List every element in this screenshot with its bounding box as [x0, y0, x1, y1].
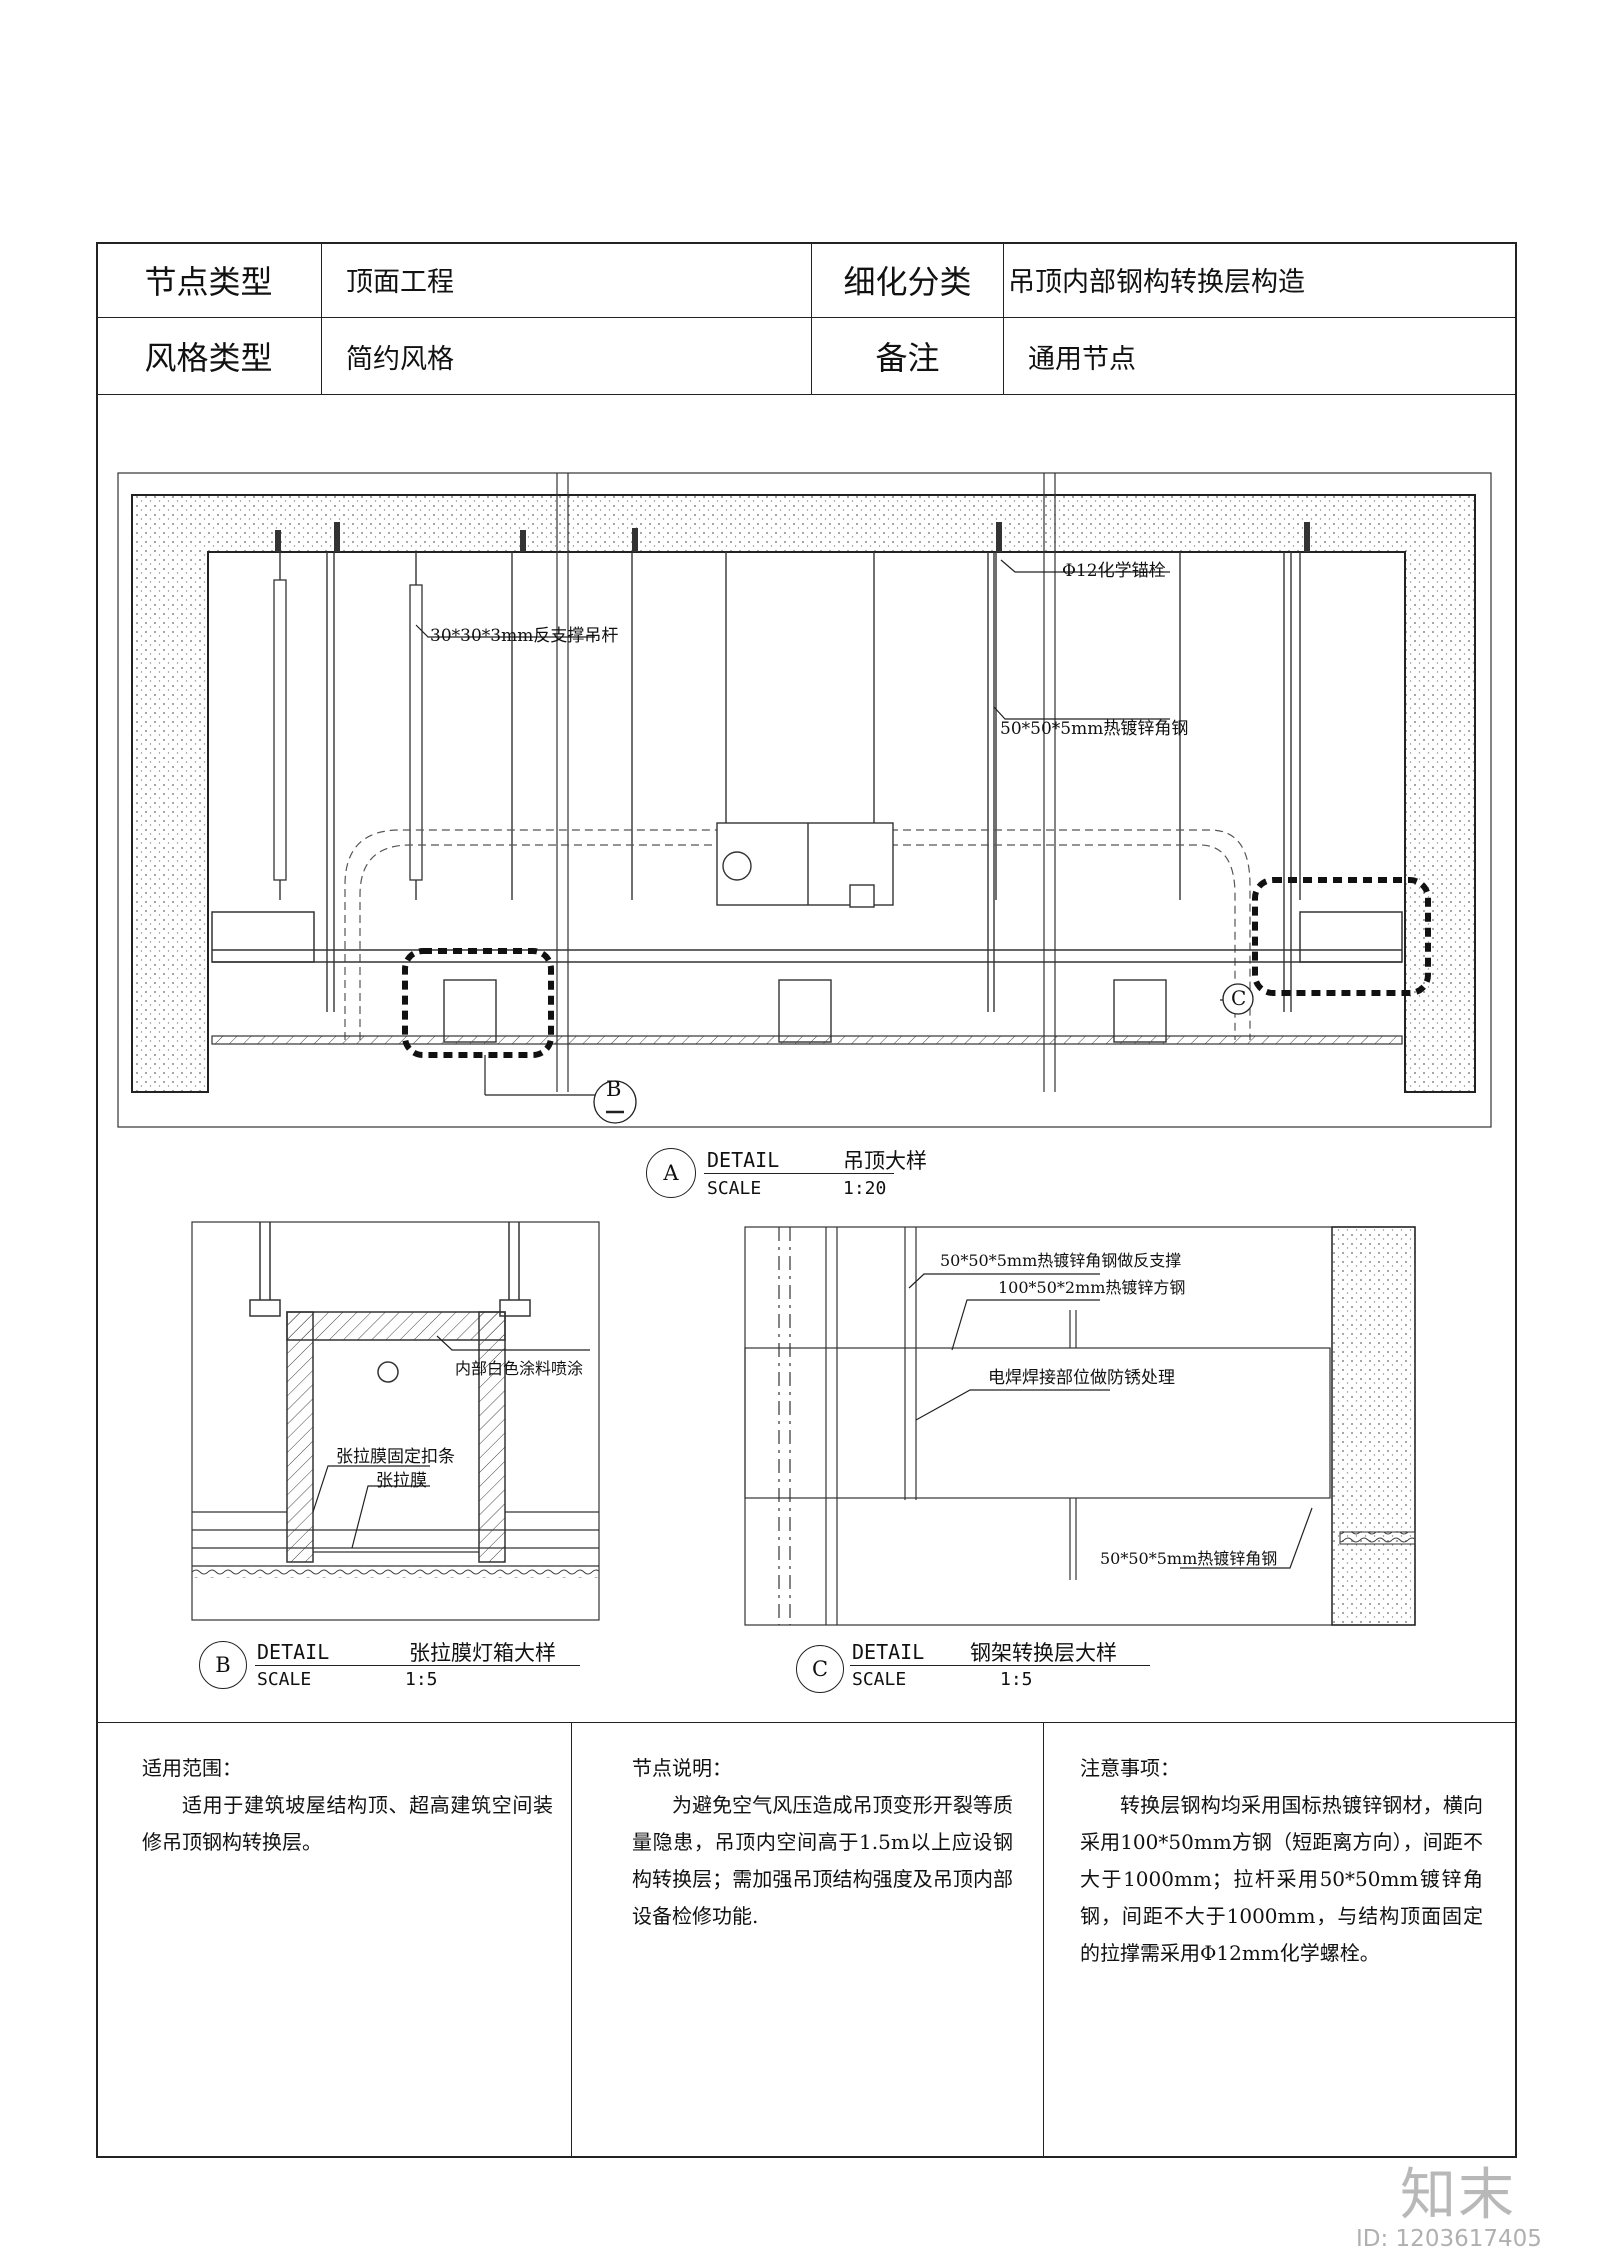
drawing-b-section	[191, 1221, 600, 1621]
drawing-a-scale-word: SCALE	[707, 1178, 762, 1199]
drawing-b-title-rule	[255, 1665, 580, 1666]
drawing-b-detail-word: DETAIL	[257, 1640, 330, 1664]
scope-body: 适用于建筑坡屋结构顶、超高建筑空间装修吊顶钢构转换层。	[142, 1793, 553, 1854]
callout-anchor-bolt: Φ12化学锚栓	[1062, 561, 1166, 581]
drawing-a-title: 吊顶大样	[843, 1149, 927, 1173]
scope-title: 适用范围：	[142, 1756, 242, 1780]
callout-b-highlight	[402, 948, 554, 1058]
caution-title: 注意事项：	[1080, 1756, 1180, 1780]
callout-angle-steel: 50*50*5mm热镀锌角钢	[1000, 719, 1189, 739]
header-row-2: 风格类型 简约风格 备注 通用节点	[96, 318, 1517, 395]
marker-c-label: C	[1231, 986, 1247, 1010]
caution-body: 转换层钢构均采用国标热镀锌钢材，横向采用100*50mm方钢（短距离方向），间距…	[1080, 1793, 1483, 1965]
ac-unit	[716, 822, 894, 908]
drawing-a-scale: 1:20	[843, 1178, 887, 1199]
column-lines	[556, 473, 1056, 1092]
description-title: 节点说明：	[632, 1756, 732, 1780]
callout-square-steel: 100*50*2mm热镀锌方钢	[998, 1278, 1186, 1297]
structure-concrete	[131, 494, 1476, 1093]
drawing-c-section	[744, 1226, 1416, 1626]
detail-class-value: 吊顶内部钢构转换层构造	[1008, 267, 1305, 298]
callout-clip-strip: 张拉膜固定扣条	[336, 1447, 455, 1467]
drawing-a-title-rule	[704, 1173, 894, 1174]
ceiling-panel	[211, 1035, 1403, 1045]
drawing-a-detail-word: DETAIL	[707, 1148, 780, 1172]
detail-class-label: 细化分类	[812, 242, 1004, 317]
anchor-bolts	[275, 522, 1310, 552]
back-brace-tubes	[273, 579, 423, 881]
remark-label: 备注	[812, 318, 1004, 394]
callout-back-brace-rod: 30*30*3mm反支撑吊杆	[430, 626, 619, 646]
drawing-a-border	[117, 472, 1492, 1128]
drawing-b-scale: 1:5	[405, 1669, 438, 1690]
hanger-rods	[279, 552, 1301, 1012]
notes-caution: 注意事项： 转换层钢构均采用国标热镀锌钢材，横向采用100*50mm方钢（短距离…	[1044, 1722, 1517, 2158]
remark-value: 通用节点	[1028, 343, 1136, 375]
marker-c-circle	[1222, 983, 1254, 1015]
callout-angle-steel-c: 50*50*5mm热镀锌角钢	[1100, 1549, 1278, 1568]
notes-description: 节点说明： 为避免空气风压造成吊顶变形开裂等质量隐患，吊顶内空间高于1.5m以上…	[572, 1722, 1044, 2158]
drawing-b-border	[191, 1221, 600, 1621]
marker-b-label: B	[606, 1077, 622, 1101]
style-type-label: 风格类型	[96, 318, 322, 394]
drawing-b-scale-word: SCALE	[257, 1669, 312, 1690]
drawing-sheet-frame	[96, 242, 1517, 2158]
steel-transfer-layer	[211, 911, 1403, 963]
callout-membrane: 张拉膜	[376, 1471, 427, 1491]
callout-paint: 内部白色涂料喷涂	[455, 1359, 584, 1378]
drawing-c-scale-word: SCALE	[852, 1669, 907, 1690]
style-type-value: 简约风格	[322, 318, 812, 394]
drawing-c-title-rule	[850, 1665, 1150, 1666]
description-body: 为避免空气风压造成吊顶变形开裂等质量隐患，吊顶内空间高于1.5m以上应设钢构转换…	[632, 1793, 1013, 1928]
node-type-value: 顶面工程	[322, 242, 812, 317]
node-type-label: 节点类型	[96, 242, 322, 317]
callout-weld: 电焊焊接部位做防锈处理	[988, 1368, 1175, 1388]
callout-angle-brace: 50*50*5mm热镀锌角钢做反支撑	[940, 1251, 1182, 1270]
drawing-c-wall	[1331, 1226, 1416, 1626]
drawing-b-title: 张拉膜灯箱大样	[409, 1641, 556, 1665]
drawing-c-scale: 1:5	[1000, 1669, 1033, 1690]
notes-scope: 适用范围： 适用于建筑坡屋结构顶、超高建筑空间装修吊顶钢构转换层。	[96, 1722, 572, 2158]
marker-b-circle	[593, 1080, 637, 1124]
brand-id: ID: 1203617405	[1356, 2226, 1542, 2252]
drawing-a-section	[117, 472, 1492, 1128]
callout-c-highlight	[1252, 877, 1431, 996]
header-row-1: 节点类型 顶面工程 细化分类 吊顶内部钢构转换层构造	[96, 242, 1517, 318]
drawing-c-title: 钢架转换层大样	[970, 1641, 1117, 1665]
drawing-c-title-marker: C	[796, 1645, 844, 1693]
notes-divider	[96, 1722, 1517, 1723]
light-boxes	[443, 979, 1167, 1043]
drawing-a-title-marker: A	[646, 1148, 696, 1198]
drawing-b-title-marker: B	[199, 1641, 247, 1689]
drawing-c-detail-word: DETAIL	[852, 1640, 925, 1664]
brand-logo: 知末	[1400, 2163, 1516, 2228]
